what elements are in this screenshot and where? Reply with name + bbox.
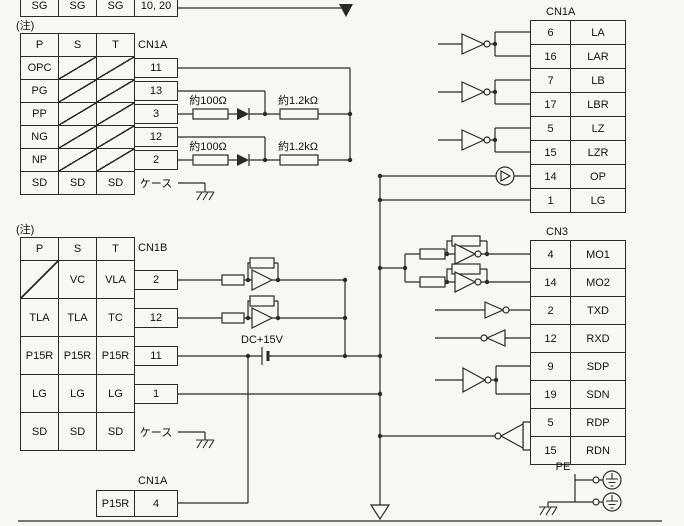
- inverter-bubble-icon: [474, 278, 482, 286]
- junction-dot: [377, 433, 383, 439]
- resistor-tla-fb: [249, 295, 275, 307]
- opamp-tla-icon: [251, 307, 274, 329]
- opamp-mo1-icon: [454, 243, 477, 265]
- resistor-tla-in: [221, 312, 245, 324]
- junction-dot: [444, 279, 450, 285]
- resistor-value-label: 約1.2kΩ: [277, 95, 318, 107]
- junction-dot: [377, 265, 383, 271]
- buffer-txd-icon: [484, 301, 505, 319]
- inverter-bubble-icon: [483, 40, 491, 48]
- note-pulse: (注): [16, 20, 35, 32]
- resistor-mo1-in: [419, 248, 446, 260]
- dc15v-label: DC+15V: [241, 334, 283, 346]
- junction-dot: [262, 111, 268, 117]
- receiver-rd-icon: [499, 422, 524, 450]
- inverter-bubble-icon: [483, 136, 491, 144]
- earth-symbol-circle: [602, 492, 622, 512]
- junction-dot: [484, 251, 490, 257]
- opamp-vc-icon: [251, 269, 274, 291]
- earth-icon: [606, 473, 618, 487]
- resistor-value-label: 約100Ω: [189, 141, 227, 153]
- junction-dot: [245, 315, 251, 321]
- inverter-bubble-icon: [474, 250, 482, 258]
- junction-dot: [262, 157, 268, 163]
- junction-dot: [444, 251, 450, 257]
- junction-dot: [377, 353, 383, 359]
- diode-icon: [237, 108, 249, 120]
- driver-lz-icon: [461, 129, 486, 151]
- resistor-vc-fb: [249, 257, 275, 269]
- resistor-100-2: [192, 154, 229, 166]
- inverter-bubble-icon: [484, 376, 492, 384]
- junction-dot: [342, 315, 348, 321]
- chassis-ground-icon: [539, 506, 558, 516]
- junction-dot: [377, 173, 383, 179]
- resistor-mo2-fb: [451, 263, 481, 275]
- resistor-value-label: 約1.2kΩ: [277, 141, 318, 153]
- junction-dot: [342, 277, 348, 283]
- junction-dot: [245, 277, 251, 283]
- driver-lb-icon: [461, 81, 486, 103]
- junction-dot: [347, 157, 353, 163]
- bus-end-arrow-icon: [369, 504, 391, 521]
- analog-wires: [178, 262, 380, 504]
- resistor-12k-2: [279, 154, 319, 166]
- diode-icon: [237, 154, 249, 166]
- note-analog: (注): [16, 224, 35, 236]
- junction-dot: [492, 41, 498, 47]
- inverter-bubble-icon: [483, 88, 491, 96]
- junction-dot: [402, 265, 408, 271]
- buffer-rxd-icon: [485, 329, 506, 347]
- resistor-mo1-fb: [451, 235, 481, 247]
- pe-terminal-circle: [592, 498, 600, 506]
- pe-label: PE: [555, 461, 571, 473]
- resistor-mo2-in: [419, 276, 446, 288]
- resistor-100-1: [192, 108, 229, 120]
- pe-wires: [547, 474, 603, 507]
- resistor-vc-in: [221, 274, 245, 286]
- pulse-wires: [178, 67, 351, 192]
- junction-dot: [342, 353, 348, 359]
- inverter-bubble-icon: [494, 432, 502, 440]
- junction-dot: [484, 279, 490, 285]
- junction-dot: [377, 197, 383, 203]
- junction-dot: [377, 391, 383, 397]
- driver-la-icon: [461, 33, 486, 55]
- driver-sd-icon: [462, 366, 487, 394]
- junction-dot: [492, 89, 498, 95]
- earth-symbol-circle: [602, 470, 622, 490]
- chassis-ground-icon: [196, 439, 215, 449]
- sg-down-arrow-icon: [339, 4, 353, 17]
- pe-terminal-circle: [592, 476, 600, 484]
- chassis-ground-icon: [196, 191, 215, 201]
- junction-dot: [275, 277, 281, 283]
- resistor-value-label: 約100Ω: [189, 95, 227, 107]
- junction-dot: [493, 377, 499, 383]
- earth-icon: [606, 495, 618, 509]
- inverter-bubble-icon: [502, 306, 510, 314]
- opamp-mo2-icon: [454, 271, 477, 293]
- junction-dot: [492, 137, 498, 143]
- inverter-bubble-icon: [480, 334, 488, 342]
- resistor-12k-1: [279, 108, 319, 120]
- op-buffer-triangle-icon: [500, 169, 512, 183]
- junction-dot: [275, 315, 281, 321]
- junction-dot: [245, 353, 251, 359]
- junction-dot: [347, 111, 353, 117]
